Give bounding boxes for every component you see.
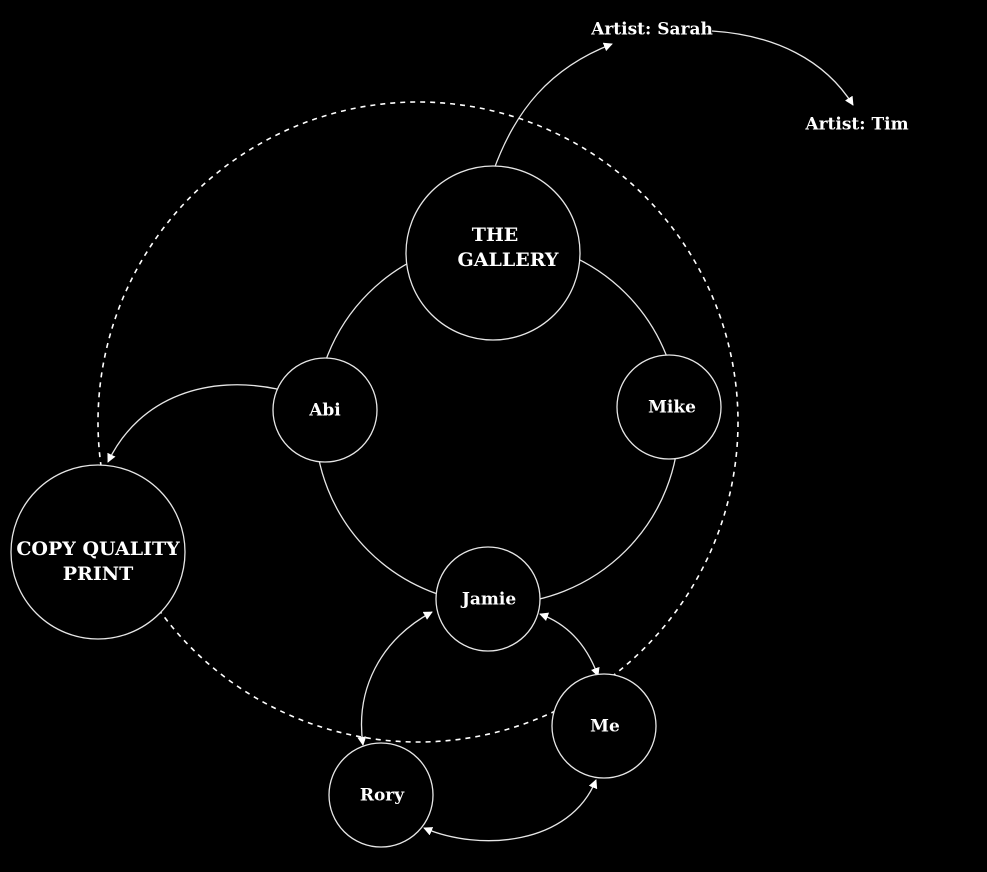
rory-label: Rory (360, 786, 405, 806)
gallery-label-line2: GALLERY (458, 249, 559, 271)
node-the-gallery: THE GALLERY (405, 165, 581, 341)
artist-sarah-label: Artist: Sarah (590, 20, 713, 40)
mike-label: Mike (648, 398, 696, 418)
jamie-label: Jamie (460, 590, 517, 610)
node-rory: Rory (328, 742, 434, 848)
edge-gallery-to-sarah (492, 42, 613, 173)
edge-jamie-me (539, 612, 600, 677)
edge-rory-me (423, 779, 598, 842)
edge-sarah-to-tim (711, 30, 854, 106)
abi-label: Abi (308, 401, 341, 421)
node-mike: Mike (616, 354, 722, 460)
copy-print-label-line1: COPY QUALITY (16, 538, 180, 560)
me-label: Me (590, 717, 620, 737)
node-abi: Abi (272, 357, 378, 463)
node-jamie: Jamie (435, 546, 541, 652)
node-me: Me (551, 673, 657, 779)
edge-jamie-rory (357, 611, 433, 746)
copy-print-label-line2: PRINT (63, 563, 133, 585)
node-copy-quality-print: COPY QUALITY PRINT (10, 464, 186, 640)
artist-tim-label: Artist: Tim (804, 115, 908, 135)
edge-abi-to-copy-print (107, 384, 278, 463)
gallery-label-line1: THE (472, 224, 519, 246)
